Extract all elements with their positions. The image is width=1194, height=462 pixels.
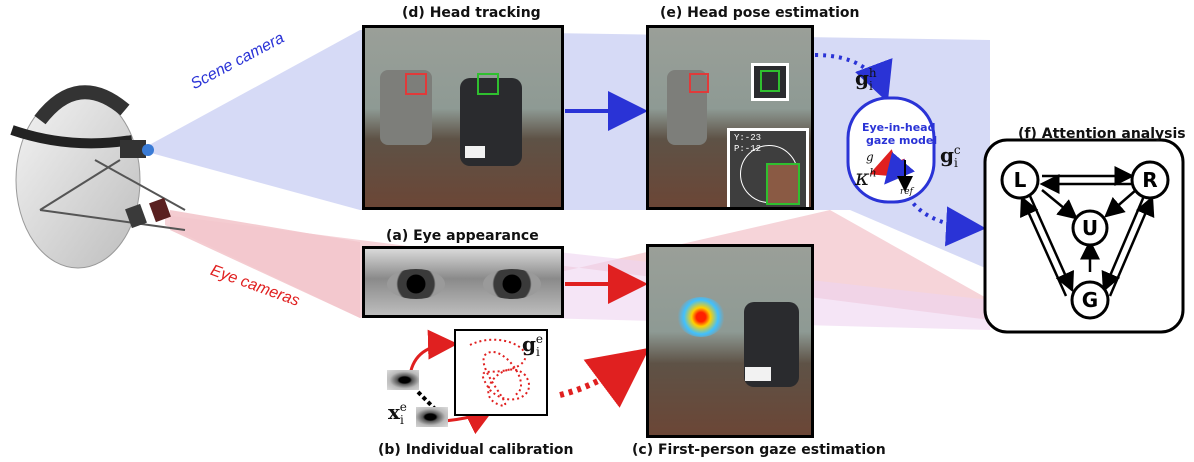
node-u-label: U bbox=[1082, 216, 1098, 240]
node-g-label: G bbox=[1082, 288, 1098, 312]
first-person-gaze-title: (c) First-person gaze estimation bbox=[632, 442, 886, 458]
head-tracking-photo bbox=[362, 25, 564, 210]
node-r bbox=[1130, 160, 1170, 200]
face-box-red bbox=[405, 73, 427, 95]
g-h-label: gih bbox=[855, 66, 877, 93]
pose-to-model-dotted-arrow bbox=[814, 53, 893, 103]
node-u bbox=[1071, 209, 1109, 247]
node-l-label: L bbox=[1014, 168, 1027, 192]
face-box-green bbox=[477, 73, 499, 95]
eye-thumbnail-1 bbox=[387, 370, 419, 390]
g-e-label: gie bbox=[522, 332, 543, 359]
pitch-readout: P:-12 bbox=[734, 144, 762, 154]
head-crop-large: Y:-23 P:-12 bbox=[727, 128, 809, 207]
face-box-red-2 bbox=[689, 73, 709, 93]
head-tracking-title: (d) Head tracking bbox=[402, 5, 541, 21]
node-r-label: R bbox=[1142, 168, 1157, 192]
head-pose-photo: Y:-23 P:-12 bbox=[646, 25, 814, 210]
first-person-gaze-photo bbox=[646, 244, 814, 438]
gaze-model-g: g bbox=[866, 150, 874, 164]
yaw-readout: Y:-23 bbox=[734, 133, 762, 143]
head-pose-title: (e) Head pose estimation bbox=[660, 5, 860, 21]
gaze-model-kappa: κh bbox=[855, 166, 877, 191]
g-c-label: gic bbox=[940, 143, 961, 170]
x-e-label: xie bbox=[388, 400, 407, 427]
node-l bbox=[1000, 160, 1040, 200]
eye-appearance-photo bbox=[362, 246, 564, 318]
head-mounted-device-illustration bbox=[10, 85, 186, 269]
gaze-model-title-1: Eye-in-head bbox=[862, 121, 936, 134]
head-crop-small bbox=[751, 63, 789, 101]
calibration-title: (b) Individual calibration bbox=[378, 442, 574, 458]
attention-analysis-title: (f) Attention analysis bbox=[1018, 126, 1186, 142]
attention-graph-edges bbox=[1020, 166, 1155, 297]
gaze-heatmap bbox=[677, 297, 725, 337]
gaze-model-ref: ref bbox=[900, 187, 913, 197]
gaze-model-title-2: gaze model bbox=[866, 134, 938, 147]
node-g bbox=[1070, 280, 1110, 320]
eye-appearance-title: (a) Eye appearance bbox=[386, 228, 539, 244]
eye-thumbnail-2 bbox=[416, 407, 448, 427]
calibration-to-gaze-dotted-arrow bbox=[559, 347, 650, 408]
